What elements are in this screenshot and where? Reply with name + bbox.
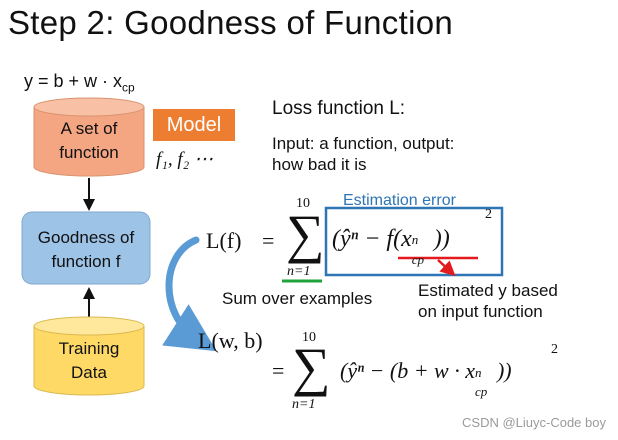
training-data-cylinder — [33, 316, 145, 396]
eq1-f: f(x — [386, 226, 412, 252]
eq2-sum-bottom: n=1 — [292, 397, 316, 412]
eq2-sup: n — [474, 365, 482, 380]
estimated-y-line2: on input function — [418, 302, 543, 321]
curve-arrow — [162, 236, 217, 352]
function-list: f₁, f₂ ⋯ — [156, 149, 214, 170]
training-line1: Training — [58, 339, 120, 358]
function-set-label: A set of function — [34, 117, 144, 165]
eq2-equals: = — [272, 358, 285, 383]
loss-description: Input: a function, output: how bad it is — [272, 133, 454, 175]
goodness-label: Goodness of function f — [22, 226, 150, 274]
eq2-lhs: L(w, b) — [198, 328, 263, 353]
sum-over-examples: Sum over examples — [222, 289, 373, 308]
goodness-box — [21, 211, 151, 285]
eq2-sigma: ∑ — [292, 337, 331, 397]
eq1-yhat: (ŷⁿ − — [332, 226, 387, 252]
function-set-line1: A set of — [60, 119, 118, 138]
loss-desc-line1: Input: a function, output: — [272, 134, 455, 153]
watermark: CSDN @Liuyc-Code boy — [462, 415, 606, 430]
model-formula-subscript: cp — [122, 80, 135, 95]
estimated-y-line1: Estimated y based — [418, 281, 558, 300]
eq1-sigma: ∑ — [286, 204, 325, 264]
eq1-power: 2 — [485, 207, 492, 222]
eq2-sum-top: 10 — [302, 330, 316, 345]
model-formula-main: y = b + w · x — [24, 71, 123, 91]
model-badge: Model — [153, 109, 235, 141]
function-set-line2: function — [59, 143, 119, 162]
eq1-sup: n — [411, 232, 419, 247]
estimation-error-label: Estimation error — [343, 192, 456, 209]
loss-heading: Loss function L: — [272, 98, 406, 119]
training-line2: Data — [71, 363, 107, 382]
eq2-sub: cp — [474, 384, 488, 399]
eq1-sum-top: 10 — [296, 196, 310, 211]
goodness-line1: Goodness of — [37, 228, 135, 247]
eq2-close: )) — [496, 358, 512, 383]
eq2-power: 2 — [551, 342, 558, 357]
training-label: Training Data — [34, 337, 144, 385]
red-arrow — [437, 259, 456, 277]
eq1-sub: cp — [411, 252, 424, 267]
estimated-y-note: Estimated y based on input function — [418, 280, 558, 322]
function-set-cylinder — [33, 97, 145, 177]
estimation-error-box — [324, 206, 504, 277]
goodness-line2: function f — [51, 252, 121, 271]
slide-title: Step 2: Goodness of Function — [8, 4, 454, 41]
model-formula: y = b + w · xcp — [24, 71, 135, 95]
eq1-close: )) — [433, 226, 450, 252]
eq2-main: (ŷⁿ − (b + w · x — [340, 358, 475, 383]
eq1-lhs: L(f) — [206, 228, 242, 253]
eq1-equals: = — [262, 228, 275, 253]
loss-desc-line2: how bad it is — [272, 155, 367, 174]
eq1-sum-bottom: n=1 — [287, 264, 311, 279]
